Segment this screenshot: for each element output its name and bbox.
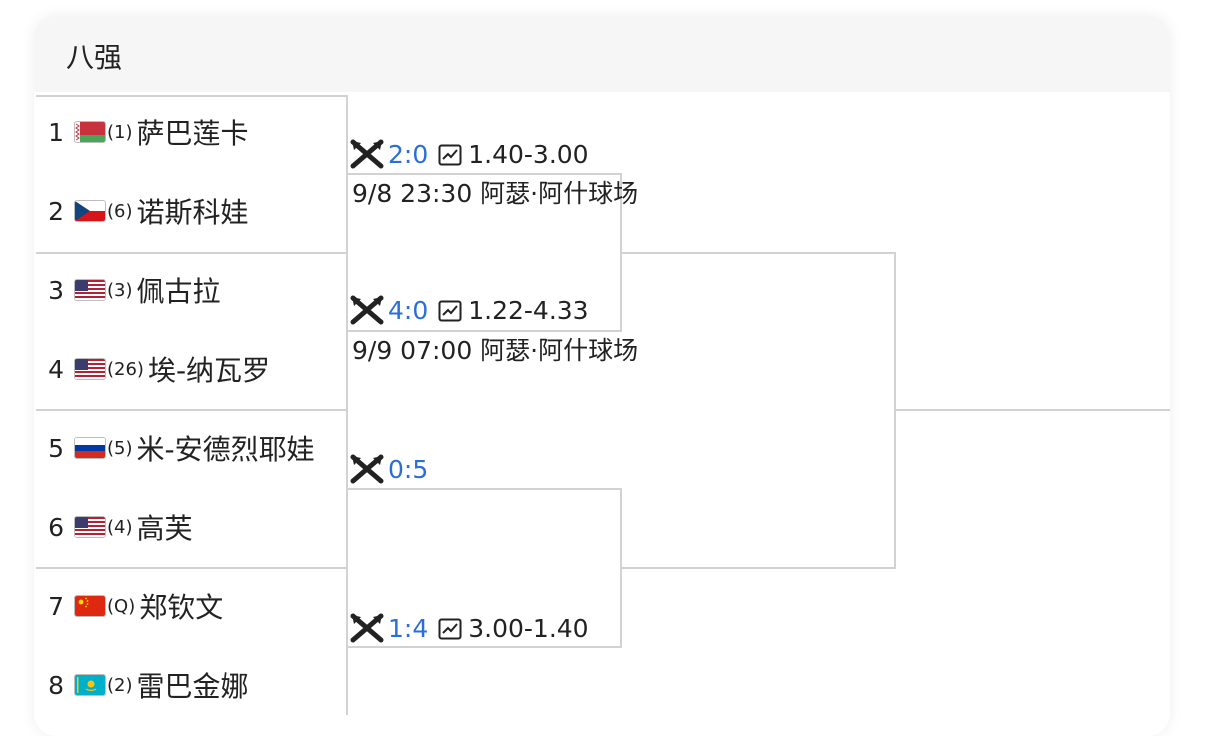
player-name: 高芙 — [136, 512, 193, 545]
china-flag-icon — [74, 595, 106, 617]
kazakhstan-flag-icon — [74, 674, 106, 696]
bracket-line — [36, 567, 348, 569]
match-score: 4:0 — [388, 295, 429, 325]
trend-chart-icon — [438, 299, 462, 322]
trend-chart-icon — [438, 143, 462, 166]
player-row[interactable]: 5 (5) 米-安德烈耶娃 — [36, 409, 348, 487]
trend-chart-icon — [438, 617, 462, 640]
player-name: 佩古拉 — [136, 275, 221, 308]
crossed-rackets-icon — [350, 613, 384, 643]
draw-position: 4 — [48, 354, 64, 384]
seed-label: (Q) — [107, 595, 136, 617]
seed-label: (1) — [107, 121, 133, 143]
draw-position: 3 — [48, 275, 64, 305]
player-row[interactable]: 1 (1) 萨巴莲卡 — [36, 93, 348, 171]
bracket-line — [348, 330, 622, 332]
bracket-line — [348, 173, 622, 175]
draw-position: 7 — [48, 591, 64, 621]
draw-position: 2 — [48, 196, 64, 226]
round-title: 八强 — [66, 41, 123, 74]
player-row[interactable]: 2 (6) 诺斯科娃 — [36, 172, 348, 250]
usa-flag-icon — [74, 358, 106, 380]
match-score: 1:4 — [388, 613, 429, 643]
usa-flag-icon — [74, 516, 106, 538]
player-row[interactable]: 6 (4) 高芙 — [36, 488, 348, 566]
czech-flag-icon — [74, 200, 106, 222]
bracket-line — [620, 488, 622, 648]
usa-flag-icon — [74, 279, 106, 301]
player-name: 诺斯科娃 — [136, 196, 249, 229]
seed-label: (5) — [107, 437, 133, 459]
bracket-line — [896, 409, 1170, 411]
bracket-line — [348, 488, 622, 490]
draw-position: 6 — [48, 512, 64, 542]
match-info[interactable]: 0:5 — [350, 454, 428, 484]
seed-label: (2) — [107, 674, 133, 696]
match-schedule: 9/9 07:00 阿瑟·阿什球场 — [352, 336, 639, 365]
draw-position: 1 — [48, 117, 64, 147]
player-row[interactable]: 3 (3) 佩古拉 — [36, 251, 348, 329]
player-name: 埃-纳瓦罗 — [147, 354, 271, 387]
russia-flag-icon — [74, 437, 106, 459]
bracket-line — [36, 252, 348, 254]
bracket-line — [36, 409, 348, 411]
bracket: 1 (1) 萨巴莲卡 2 (6) 诺斯科娃 3 (3) 佩古拉 4 (26) 埃… — [36, 93, 1170, 715]
crossed-rackets-icon — [350, 139, 384, 169]
bracket-line — [620, 173, 622, 332]
card-header: 八强 — [34, 16, 1170, 92]
match-schedule: 9/8 23:30 阿瑟·阿什球场 — [352, 179, 639, 208]
match-info[interactable]: 1:4 3.00-1.40 — [350, 613, 589, 643]
player-name: 萨巴莲卡 — [136, 117, 249, 150]
match-info[interactable]: 2:0 1.40-3.00 — [350, 139, 589, 169]
player-row[interactable]: 8 (2) 雷巴金娜 — [36, 646, 348, 724]
bracket-line — [622, 252, 896, 254]
match-info[interactable]: 4:0 1.22-4.33 — [350, 295, 589, 325]
seed-label: (26) — [107, 358, 144, 380]
bracket-line — [346, 95, 348, 715]
draw-position: 5 — [48, 433, 64, 463]
bracket-line — [36, 95, 348, 97]
player-name: 米-安德烈耶娃 — [136, 433, 315, 466]
match-odds: 1.40-3.00 — [468, 139, 589, 169]
match-score: 0:5 — [388, 454, 429, 484]
player-row[interactable]: 4 (26) 埃-纳瓦罗 — [36, 330, 348, 408]
crossed-rackets-icon — [350, 295, 384, 325]
player-name: 郑钦文 — [139, 591, 224, 624]
match-odds: 3.00-1.40 — [468, 613, 589, 643]
bracket-card: 八强 — [34, 16, 1170, 736]
seed-label: (4) — [107, 516, 133, 538]
player-name: 雷巴金娜 — [136, 670, 249, 703]
match-score: 2:0 — [388, 139, 429, 169]
seed-label: (6) — [107, 200, 133, 222]
bracket-line — [348, 646, 622, 648]
match-odds: 1.22-4.33 — [468, 295, 589, 325]
bracket-line — [622, 567, 896, 569]
bracket-line — [894, 252, 896, 569]
seed-label: (3) — [107, 279, 133, 301]
belarus-flag-icon — [74, 121, 106, 143]
crossed-rackets-icon — [350, 454, 384, 484]
draw-position: 8 — [48, 670, 64, 700]
player-row[interactable]: 7 (Q) 郑钦文 — [36, 567, 348, 645]
